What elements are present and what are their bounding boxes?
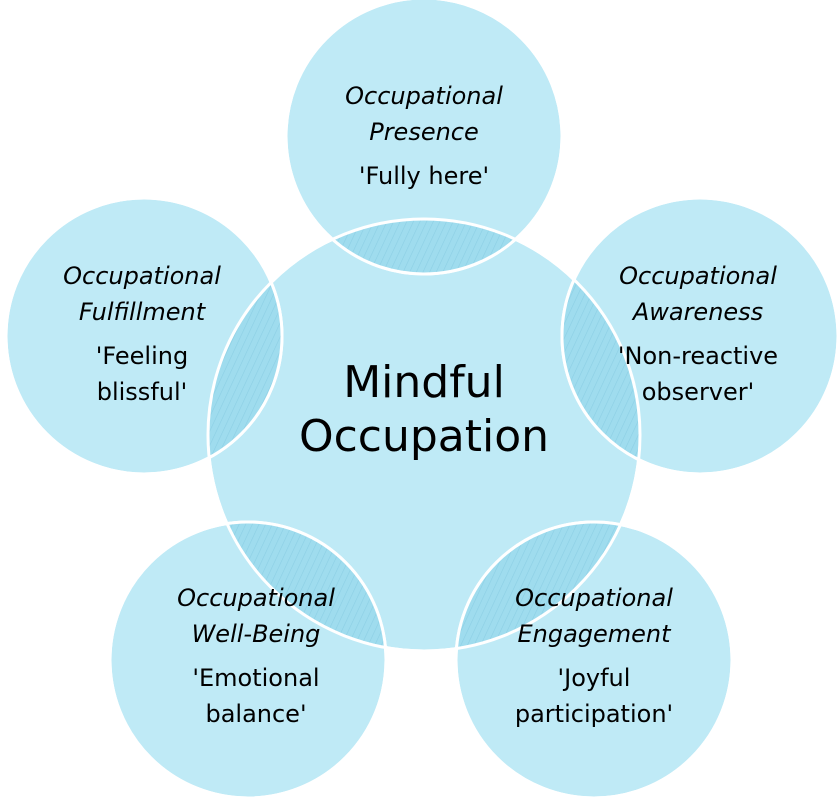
fulfillment-outline [4, 196, 284, 476]
wellbeing-outline [108, 520, 388, 800]
wellbeing-title-2: Well-Being [191, 620, 321, 648]
fulfillment-title-2: Fulfillment [78, 298, 206, 326]
fulfillment-label: Occupational Fulfillment 'Feeling blissf… [42, 258, 242, 410]
awareness-outline [560, 196, 838, 476]
engagement-title-1: Occupational [515, 584, 673, 612]
presence-title-1: Occupational [345, 82, 503, 110]
awareness-label: Occupational Awareness 'Non-reactive obs… [588, 258, 808, 410]
awareness-desc-1: 'Non-reactive [617, 342, 779, 370]
presence-title-2: Presence [369, 118, 479, 146]
awareness-title-1: Occupational [619, 262, 777, 290]
engagement-desc-1: 'Joyful [557, 664, 631, 692]
awareness-title-2: Awareness [632, 298, 764, 326]
awareness-desc-2: observer' [641, 378, 755, 406]
wellbeing-label: Occupational Well-Being 'Emotional balan… [146, 580, 366, 732]
fulfillment-desc-1: 'Feeling [95, 342, 189, 370]
engagement-label: Occupational Engagement 'Joyful particip… [484, 580, 704, 732]
center-line-2: Occupation [298, 410, 550, 462]
wellbeing-title-1: Occupational [177, 584, 335, 612]
engagement-title-2: Engagement [517, 620, 671, 648]
center-line-1: Mindful [343, 357, 505, 408]
fulfillment-title-1: Occupational [63, 262, 221, 290]
presence-outline [284, 0, 564, 276]
center-outline [206, 217, 642, 653]
wellbeing-desc-1: 'Emotional [192, 664, 320, 692]
presence-label: Occupational Presence 'Fully here' [314, 78, 534, 194]
overlap-wellbeing [208, 522, 386, 651]
fulfillment-desc-2: blissful' [96, 378, 188, 406]
center-label: Mindful Occupation [284, 356, 564, 463]
presence-desc-1: 'Fully here' [358, 162, 490, 190]
wellbeing-desc-2: balance' [205, 700, 307, 728]
overlap-engagement [456, 522, 640, 651]
engagement-outline [454, 520, 734, 800]
engagement-desc-2: participation' [514, 700, 674, 728]
